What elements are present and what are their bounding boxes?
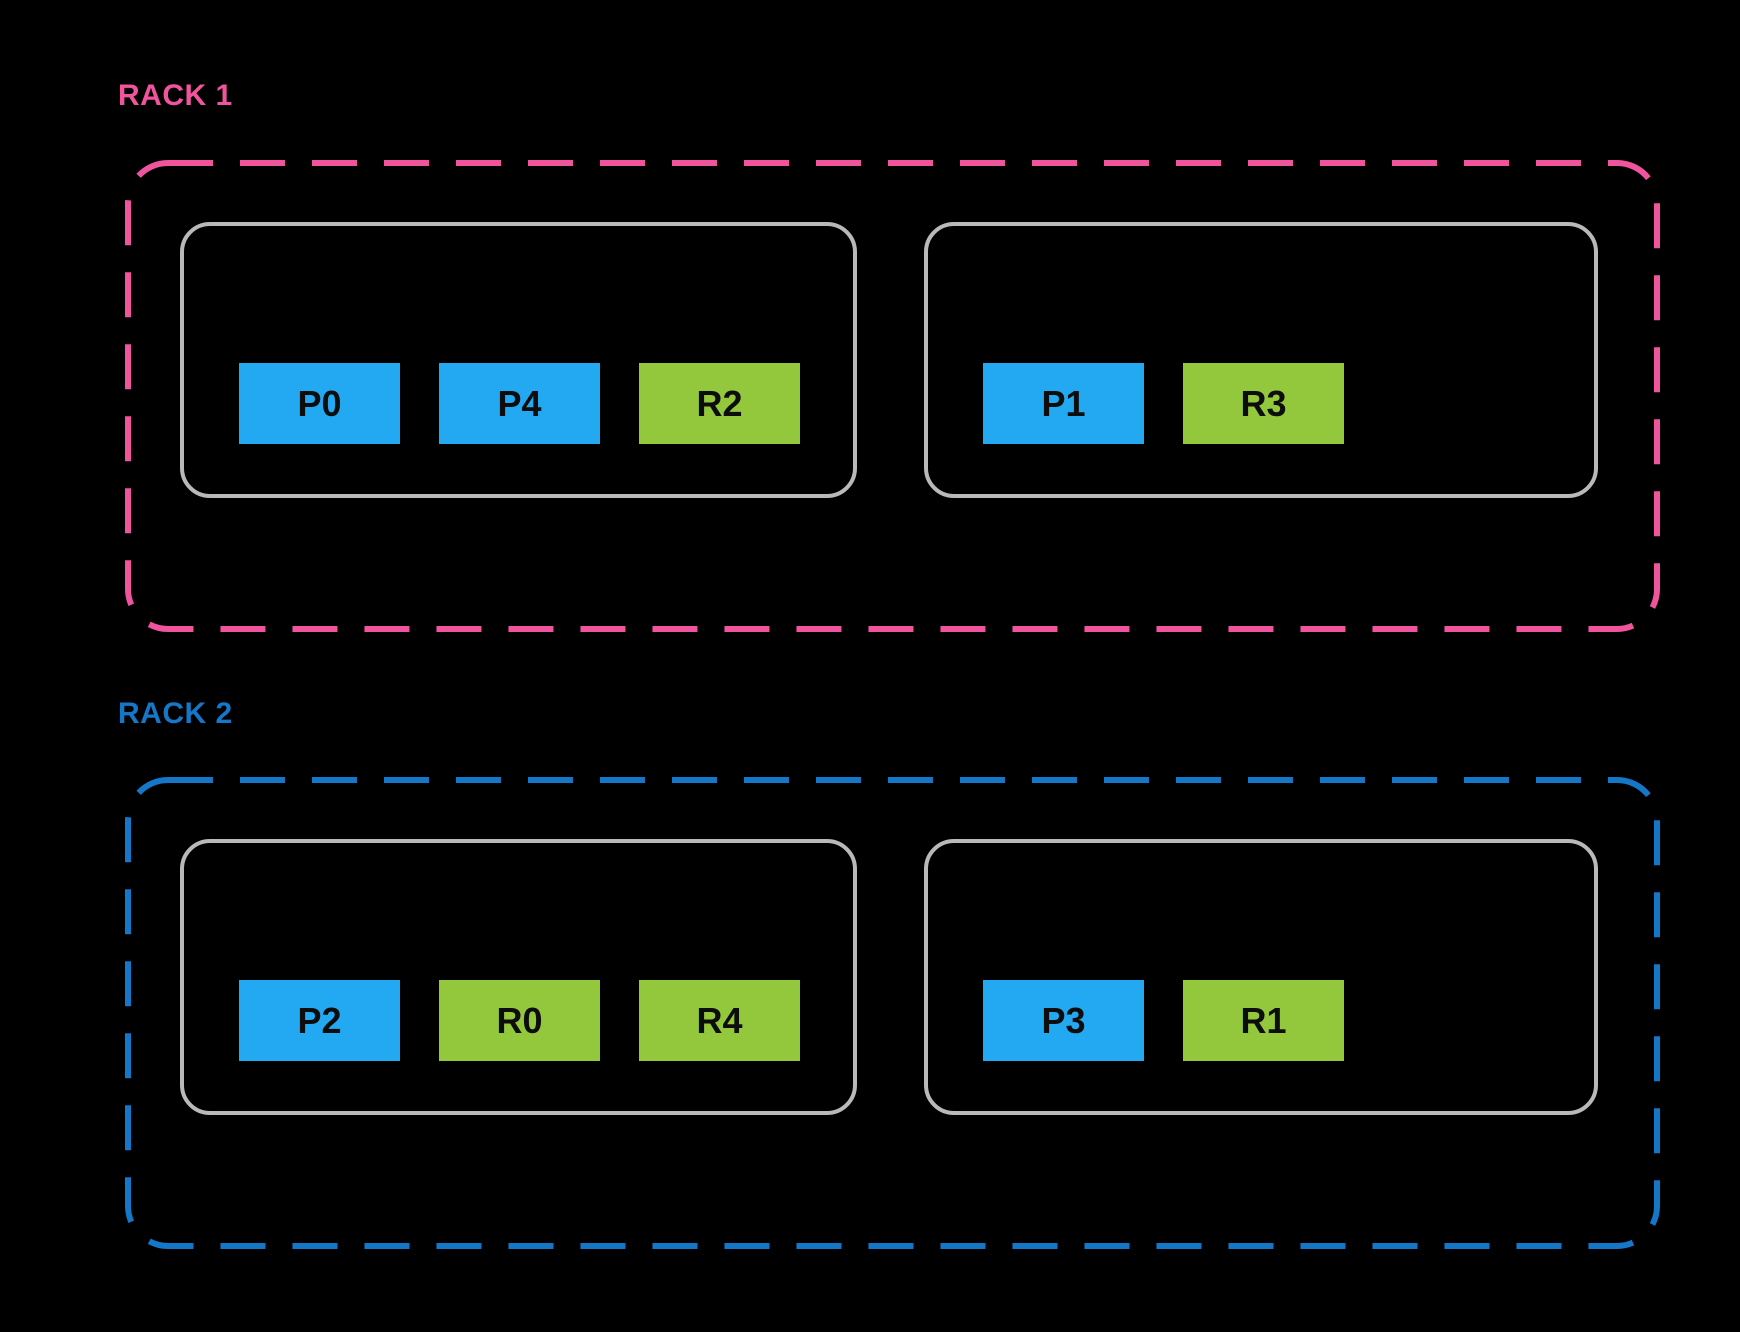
chip-r1: R1 xyxy=(1183,980,1344,1061)
rack-1-label: RACK 1 xyxy=(118,79,233,112)
rack-2-node-2: P3 R1 xyxy=(924,839,1598,1115)
rack-2-node-2-chip-row: P3 R1 xyxy=(928,980,1344,1061)
rack-1-node-1-chip-row: P0 P4 R2 xyxy=(184,363,800,444)
rack-2-node-1-chip-row: P2 R0 R4 xyxy=(184,980,800,1061)
rack-2-dashed-border xyxy=(125,777,1660,1249)
chip-p0: P0 xyxy=(239,363,400,444)
rack-1-node-1: P0 P4 R2 xyxy=(180,222,857,498)
rack-2-label: RACK 2 xyxy=(118,697,233,730)
rack-1-dashed-border xyxy=(125,160,1660,632)
chip-p4: P4 xyxy=(439,363,600,444)
rack-1: P0 P4 R2 P1 R3 xyxy=(125,160,1660,632)
chip-p3: P3 xyxy=(983,980,1144,1061)
chip-r3: R3 xyxy=(1183,363,1344,444)
rack-1-node-2-chip-row: P1 R3 xyxy=(928,363,1344,444)
chip-r2: R2 xyxy=(639,363,800,444)
chip-r0: R0 xyxy=(439,980,600,1061)
chip-p2: P2 xyxy=(239,980,400,1061)
rack-1-node-2: P1 R3 xyxy=(924,222,1598,498)
rack-2: P2 R0 R4 P3 R1 xyxy=(125,777,1660,1249)
rack-2-node-1: P2 R0 R4 xyxy=(180,839,857,1115)
chip-p1: P1 xyxy=(983,363,1144,444)
chip-r4: R4 xyxy=(639,980,800,1061)
